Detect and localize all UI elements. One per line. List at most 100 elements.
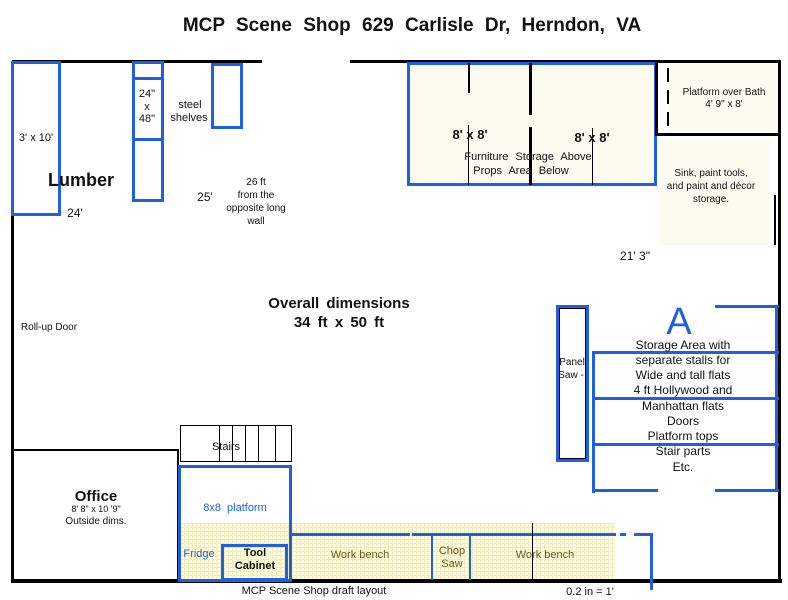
tool-cabinet-label: Cabinet: [234, 560, 276, 572]
right-wall: [778, 60, 781, 582]
workbench-edge: [290, 533, 410, 536]
partition: [529, 127, 532, 185]
panel-saw-label: Panel: [559, 357, 585, 368]
lumber-rack: [11, 61, 61, 216]
platform-8x8-label: 8x8 platform: [203, 502, 267, 514]
scale-label: 0.2 in = 1': [566, 586, 614, 598]
storage-text: Wide and tall flats: [635, 368, 731, 382]
storage-text: separate stalls for: [635, 353, 731, 367]
partition: [468, 125, 469, 185]
storage-text: Platform tops: [647, 429, 719, 443]
left-wall: [11, 212, 14, 582]
partition: [592, 128, 593, 185]
office-label: Office: [74, 488, 118, 505]
dimension-21-3: 21' 3": [620, 249, 650, 263]
stall-line: [593, 397, 779, 400]
door-dashed: [667, 68, 669, 82]
lumber-rack-size: 3' x 10': [18, 132, 54, 144]
stall-line: [593, 351, 779, 354]
bottom-wall: [11, 579, 782, 583]
props-label: Props Area Below: [473, 165, 569, 177]
workbench-right-label: Work bench: [515, 549, 575, 561]
dimension-note: 26 ft: [246, 177, 266, 188]
office-note: Outside dims.: [65, 516, 127, 527]
stairs: [180, 425, 292, 462]
workbench-edge-vertical: [650, 533, 653, 590]
lumber-label: Lumber: [47, 170, 115, 190]
dimension-note: wall: [247, 216, 265, 227]
stall-wall-left: [592, 351, 595, 493]
platform-bath-size: 4' 9" x 8': [705, 99, 743, 110]
tool-cabinet: [221, 544, 288, 581]
sink-label: Sink, paint tools,: [674, 168, 748, 179]
workbench-edge: [620, 533, 626, 536]
panel-saw: [556, 305, 589, 462]
lumber-dim: 24': [67, 206, 83, 220]
shelf-size: x: [144, 101, 150, 113]
workbench-left-label: Work bench: [330, 549, 390, 561]
platform-bath-label: Platform over Bath: [682, 87, 766, 98]
stair-tread: [275, 425, 276, 462]
furniture-area-fill: [411, 66, 653, 182]
storage-text: Stair parts: [655, 444, 711, 458]
partition: [529, 63, 532, 115]
stair-tread: [245, 425, 246, 462]
shelf-size: 24": [138, 88, 156, 100]
stair-tread: [258, 425, 259, 462]
dimension-note: opposite long: [226, 203, 286, 214]
caption: MCP Scene Shop draft layout: [241, 585, 387, 597]
chop-saw-divider: [469, 535, 471, 580]
stair-tread: [232, 425, 233, 462]
sink-label: storage.: [692, 194, 730, 205]
stair-tread: [219, 425, 220, 462]
door-dashed: [667, 112, 669, 126]
shelves-label: shelves: [170, 112, 208, 124]
storage-text: Etc.: [672, 460, 694, 474]
storage-text: 4 ft Hollywood and: [633, 383, 733, 397]
overall-dimensions-value: 34 ft x 50 ft: [293, 314, 385, 331]
storage-text: Doors: [666, 414, 700, 428]
storage-text: Manhattan flats: [641, 399, 725, 413]
steel-shelf-unit-2: [211, 63, 243, 129]
overall-dimensions-label: Overall dimensions: [268, 295, 410, 312]
furniture-label: Furniture Storage Above: [464, 151, 592, 163]
partition: [468, 63, 470, 93]
steel-shelf-unit-1: [132, 61, 164, 202]
door-dashed: [667, 90, 669, 104]
workbench-edge: [634, 533, 652, 536]
shelf-divider: [132, 138, 164, 141]
tool-cabinet-label: Tool: [243, 547, 267, 559]
shelves-label: steel: [178, 99, 202, 111]
platform-over-bath: [655, 60, 781, 136]
chop-saw-label: Saw: [441, 558, 463, 570]
storage-letter: A: [666, 301, 692, 343]
stall-line: [593, 443, 779, 446]
stairs-label: Stairs: [211, 441, 241, 453]
shelf-size: 48": [138, 113, 156, 125]
sink-area-fill: [660, 140, 770, 245]
stall-line: [715, 489, 779, 492]
stall-wall-right: [775, 305, 778, 492]
workbench-edge: [412, 533, 616, 536]
dimension-25: 25': [197, 190, 213, 204]
fridge-label: Fridge: [183, 548, 215, 560]
furniture-size-right: 8' x 8': [574, 130, 610, 145]
sink-wall: [774, 195, 776, 245]
workbench-area: [180, 523, 615, 580]
dimension-note: from the: [237, 190, 275, 201]
stall-line: [593, 489, 658, 492]
platform-bath-fill: [668, 63, 778, 131]
bench-divider: [532, 523, 533, 580]
storage-text: Storage Area with: [635, 338, 731, 352]
shelf-divider: [132, 77, 164, 80]
rollup-door-label: Roll-up Door: [20, 322, 78, 333]
sink-label: and paint and décor: [666, 181, 756, 192]
furniture-size-left: 8' x 8': [452, 127, 488, 142]
chop-saw-divider: [431, 535, 433, 580]
stall-line: [715, 305, 779, 308]
panel-saw-label: Saw -: [558, 370, 584, 381]
office-dims: 8' 8" x 10 '9": [71, 504, 121, 514]
page-title: MCP Scene Shop 629 Carlisle Dr, Herndon,…: [182, 15, 642, 36]
chop-saw-label: Chop: [438, 545, 466, 557]
top-wall-right: [350, 60, 780, 63]
